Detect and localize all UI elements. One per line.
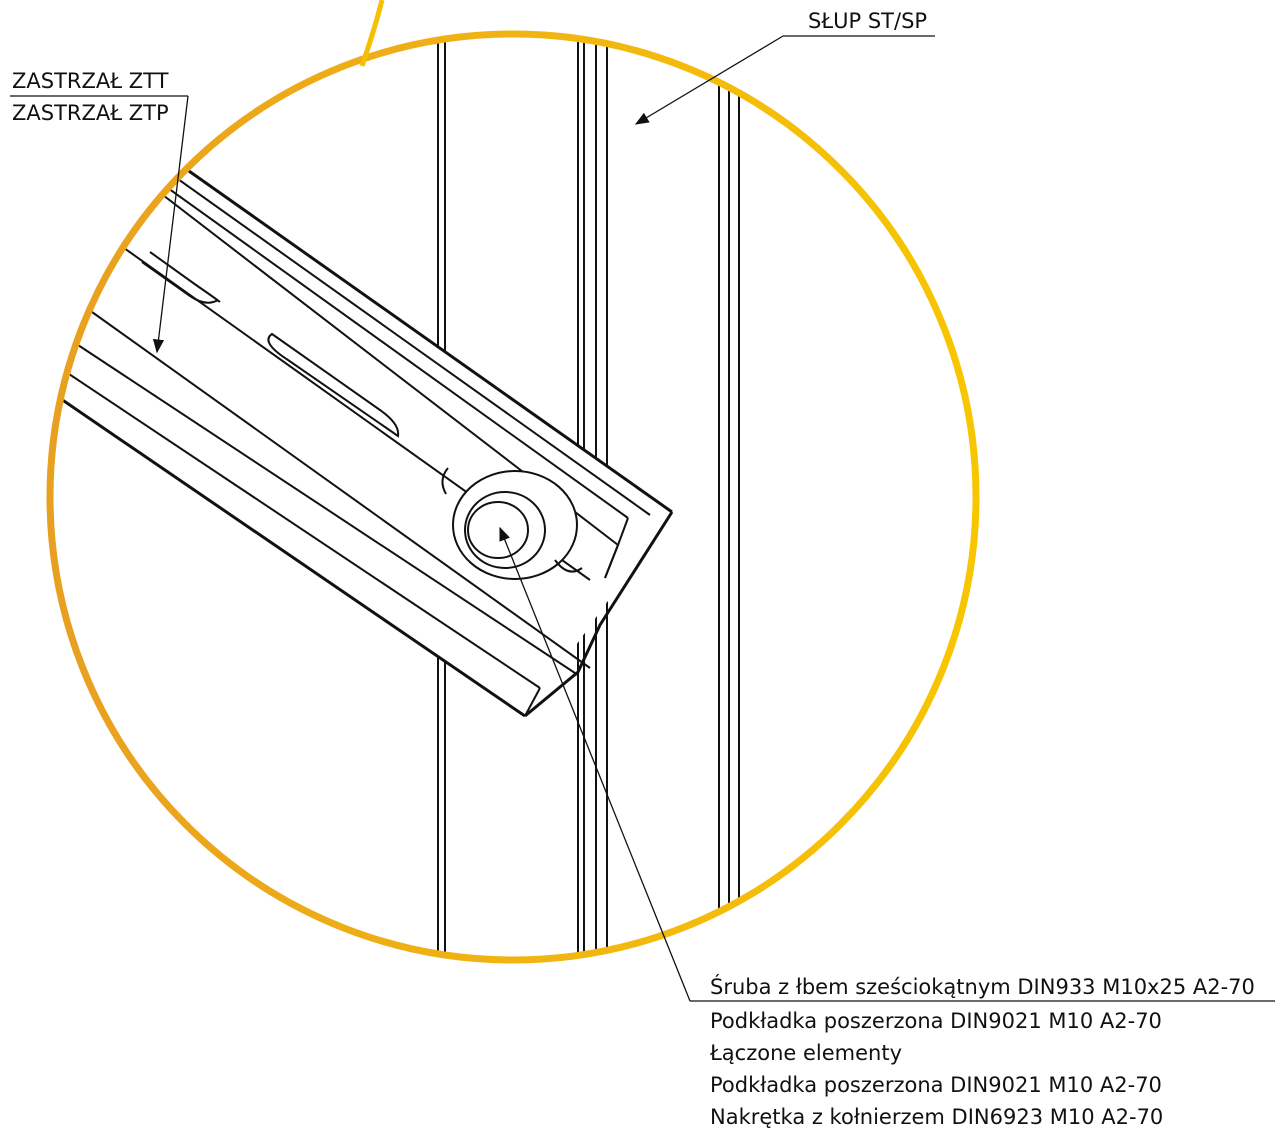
label-strut-ztt: ZASTRZAŁ ZTT <box>12 69 169 93</box>
hardware-leader <box>499 526 691 1002</box>
detail-content <box>50 34 740 960</box>
detail-callout-connector <box>359 0 385 67</box>
label-post: SŁUP ST/SP <box>808 9 927 33</box>
label-hardware-nut: Nakrętka z kołnierzem DIN6923 M10 A2-70 <box>710 1105 1163 1128</box>
post-leader <box>634 35 784 125</box>
strut-leader <box>152 95 189 354</box>
label-hardware-washer-2: Podkładka poszerzona DIN9021 M10 A2-70 <box>710 1073 1162 1097</box>
detail-circle <box>46 30 980 964</box>
label-hardware-joined: Łączone elementy <box>709 1041 902 1065</box>
label-hardware-washer-1: Podkładka poszerzona DIN9021 M10 A2-70 <box>710 1009 1162 1033</box>
leaders <box>10 35 1275 1002</box>
label-strut-ztp: ZASTRZAŁ ZTP <box>12 101 169 125</box>
label-hardware-bolt: Śruba z łbem sześciokątnym DIN933 M10x25… <box>710 974 1255 999</box>
